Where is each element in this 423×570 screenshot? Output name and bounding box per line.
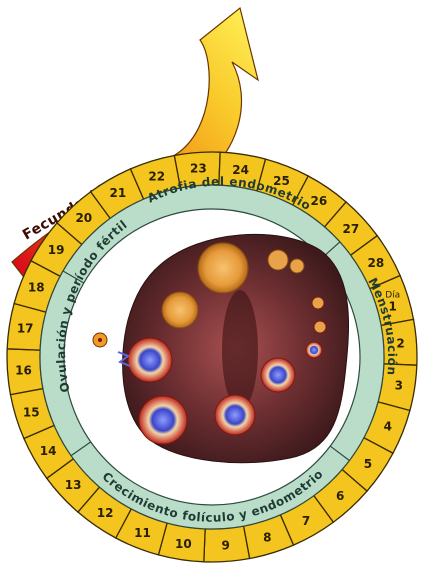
day-number-15: 15: [23, 405, 40, 419]
small-corpus: [268, 250, 288, 270]
day-number-9: 9: [221, 539, 229, 553]
day-number-4: 4: [384, 419, 392, 433]
day-number-22: 22: [148, 169, 165, 183]
day-number-5: 5: [364, 457, 372, 471]
ovary-stroma: [222, 290, 258, 410]
day-number-20: 20: [75, 211, 92, 225]
day-number-21: 21: [110, 186, 127, 200]
primordial-follicle: [314, 321, 326, 333]
day-number-28: 28: [368, 256, 385, 270]
day-number-7: 7: [302, 514, 310, 528]
primordial-follicle: [306, 342, 322, 358]
day-number-10: 10: [175, 537, 192, 551]
day-number-17: 17: [17, 321, 34, 335]
day-number-27: 27: [343, 222, 360, 236]
day-number-8: 8: [263, 531, 271, 545]
day-number-16: 16: [15, 364, 32, 378]
day-number-3: 3: [395, 379, 403, 393]
day-number-6: 6: [336, 489, 344, 503]
mature-follicle: [128, 338, 172, 382]
day-number-14: 14: [40, 444, 57, 458]
day-number-18: 18: [28, 281, 45, 295]
day-number-12: 12: [97, 506, 114, 520]
day-number-23: 23: [190, 161, 207, 175]
primordial-follicle: [312, 297, 324, 309]
small-corpus: [290, 259, 304, 273]
growing-follicle: [261, 358, 295, 392]
corpus-luteum: [198, 243, 248, 293]
day-number-11: 11: [134, 526, 151, 540]
corpus-albicans: [162, 292, 198, 328]
day-number-13: 13: [65, 478, 82, 492]
day-number-19: 19: [48, 243, 65, 257]
growing-follicle: [215, 395, 255, 435]
ovum-nucleus: [98, 338, 102, 342]
growing-follicle: [139, 396, 187, 444]
